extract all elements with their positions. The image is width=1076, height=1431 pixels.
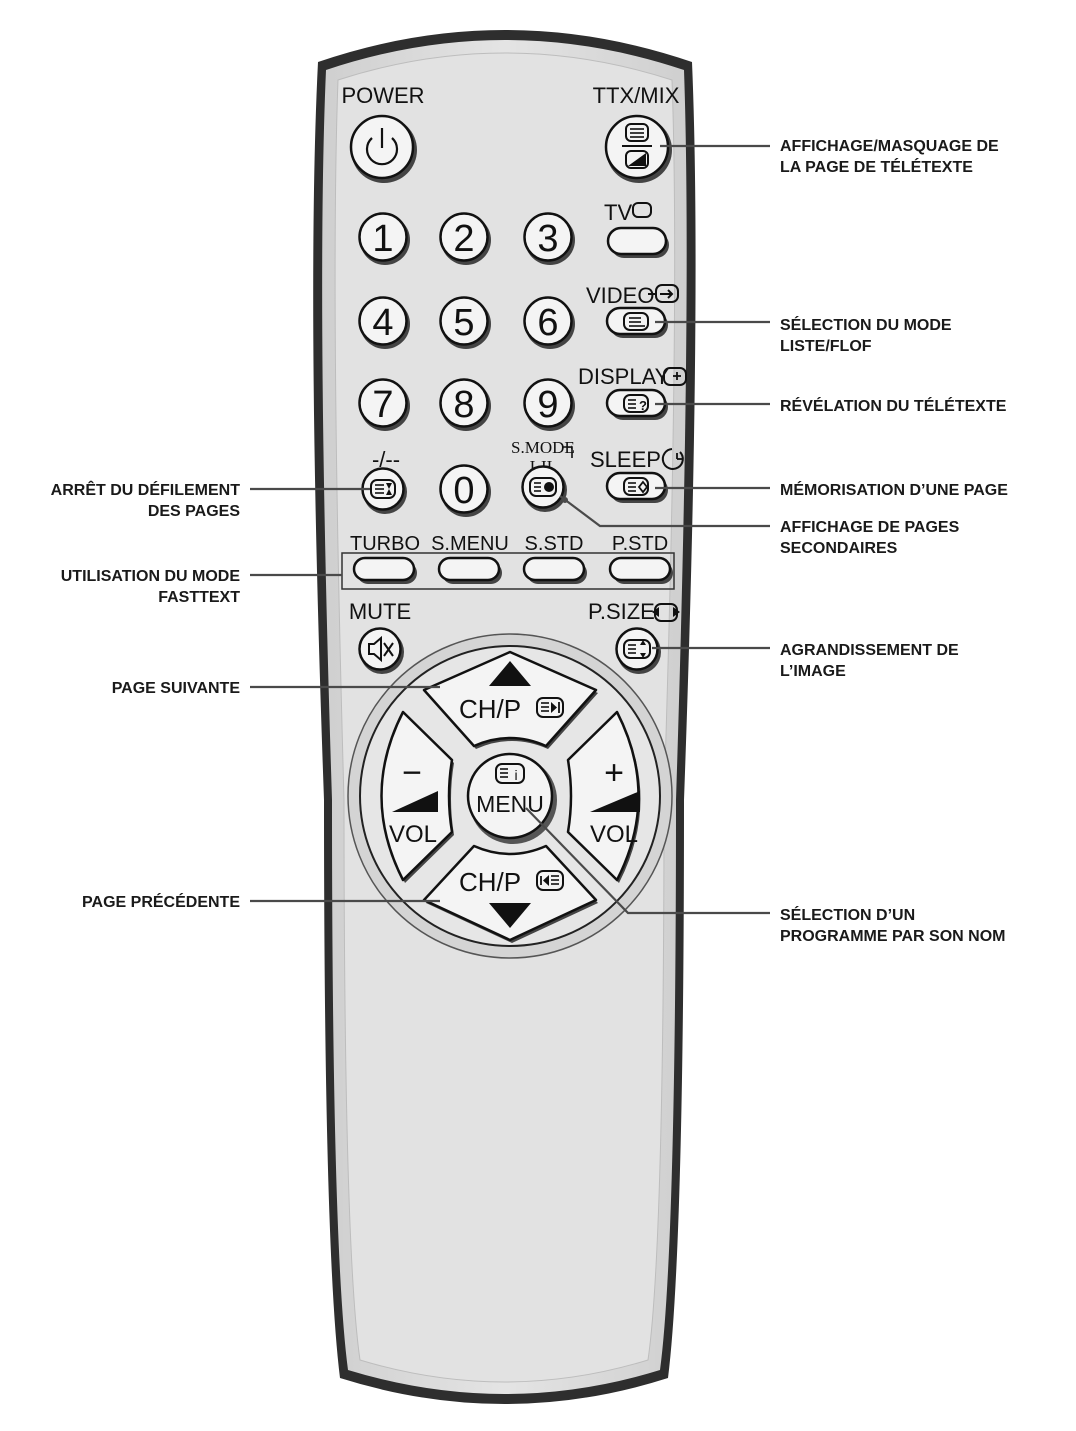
mute-icon	[368, 635, 394, 663]
teletext-next-page-icon	[536, 697, 564, 718]
callout-sub-pages: AFFICHAGE DE PAGES SECONDAIRES	[780, 519, 960, 557]
digit-button-9[interactable]: 9	[523, 378, 576, 432]
callout-hold: ARRÊT DU DÉFILEMENT DES PAGES	[50, 482, 240, 520]
digit-label: 1	[372, 218, 393, 260]
fasttext-frame	[341, 552, 675, 590]
teletext-size-icon	[623, 639, 651, 659]
volume-down-button[interactable]: − VOL	[380, 710, 455, 883]
callout-teletext-toggle: AFFICHAGE/MASQUAGE DE LA PAGE DE TÉLÉTEX…	[780, 138, 999, 176]
digit-button-6[interactable]: 6	[523, 296, 576, 350]
ttx-mix-label: TTX/MIX	[593, 83, 680, 108]
power-button[interactable]	[349, 114, 417, 183]
turbo-label: TURBO	[350, 533, 420, 555]
callout-prev-page: PAGE PRÉCÉDENTE	[82, 894, 240, 911]
volume-ramp-icon	[590, 791, 640, 812]
vol-plus-sign: +	[604, 754, 624, 792]
callout-next-page: PAGE SUIVANTE	[111, 680, 240, 697]
fasttext-blue-button[interactable]	[608, 556, 673, 584]
tv-icon	[632, 202, 652, 218]
leader-dot	[562, 497, 568, 503]
teletext-mix-icon	[622, 123, 652, 169]
callout-program-name: SÉLECTION D’UN PROGRAMME PAR SON NOM	[780, 907, 1006, 945]
vol-left-label: VOL	[389, 821, 437, 848]
digit-label: 6	[537, 302, 558, 344]
digit-button-1[interactable]: 1	[358, 212, 411, 266]
fasttext-red-button[interactable]	[352, 556, 417, 584]
p-std-label: P.STD	[612, 533, 668, 555]
s-std-label: S.STD	[525, 533, 584, 555]
callout-list-flof: SÉLECTION DU MODE LISTE/FLOF	[780, 317, 952, 355]
leader-lines	[250, 144, 770, 915]
teletext-index-icon: i	[495, 763, 525, 784]
mute-button[interactable]	[358, 627, 405, 675]
volume-ramp-icon	[392, 791, 438, 812]
leader-program-name	[525, 807, 770, 915]
menu-button[interactable]: i MENU	[466, 752, 557, 844]
digit-label: 7	[372, 384, 393, 426]
svg-text:?: ?	[639, 398, 647, 413]
ch-p-up-label: CH/P	[459, 694, 521, 724]
sleep-label: SLEEP	[590, 447, 661, 472]
video-label: VIDEO	[586, 283, 654, 308]
s-mode-label: S.MODE	[511, 438, 575, 457]
digit-label: 5	[453, 302, 474, 344]
menu-label: MENU	[476, 791, 544, 817]
digit-label: 9	[537, 384, 558, 426]
digit-button-0[interactable]: 0	[439, 464, 492, 518]
digit-button-7[interactable]: 7	[358, 378, 411, 432]
digit-button-2[interactable]: 2	[439, 212, 492, 266]
reveal-button[interactable]: ?	[605, 388, 668, 420]
teletext-prev-page-icon	[536, 870, 564, 891]
teletext-list-icon	[623, 312, 649, 331]
teletext-store-icon	[623, 477, 649, 496]
digit-label: 4	[372, 302, 393, 344]
digit-button-4[interactable]: 4	[358, 296, 411, 350]
callout-enlarge: AGRANDISSEMENT DE L’IMAGE	[780, 642, 959, 680]
digit-button-5[interactable]: 5	[439, 296, 492, 350]
mute-label: MUTE	[349, 599, 411, 624]
digit-label: 8	[453, 384, 474, 426]
arrow-down-icon	[489, 903, 531, 928]
tv-button[interactable]	[606, 226, 669, 258]
dpad: CH/P CH/P	[347, 633, 673, 959]
leader-sub-pages	[559, 495, 770, 528]
digit-label: 2	[453, 218, 474, 260]
callout-reveal: RÉVÉLATION DU TÉLÉTEXTE	[780, 398, 1007, 415]
ch-p-down-label: CH/P	[459, 867, 521, 897]
ttx-mix-button[interactable]	[604, 114, 672, 183]
arrow-up-icon	[489, 661, 531, 686]
store-page-button[interactable]	[605, 471, 668, 503]
callout-store-page: MÉMORISATION D’UNE PAGE	[780, 482, 1008, 499]
teletext-hold-icon	[370, 479, 396, 499]
picture-size-icon	[652, 603, 680, 622]
channel-up-button[interactable]: CH/P	[422, 650, 598, 749]
s-mode-bracket	[562, 446, 573, 458]
display-label: DISPLAY	[578, 364, 670, 389]
power-icon	[365, 128, 399, 166]
sleep-clock-icon	[661, 448, 684, 470]
digit-button-8[interactable]: 8	[439, 378, 492, 432]
teletext-reveal-icon: ?	[623, 394, 649, 413]
vol-minus-sign: −	[402, 754, 422, 792]
display-icon	[663, 367, 687, 386]
s-menu-label: S.MENU	[431, 533, 509, 555]
sub-page-button[interactable]	[521, 465, 568, 513]
digit-label: 0	[453, 470, 474, 512]
channel-down-button[interactable]: CH/P	[422, 844, 598, 943]
fasttext-green-button[interactable]	[437, 556, 502, 584]
digit-button-3[interactable]: 3	[523, 212, 576, 266]
p-size-label: P.SIZE	[588, 599, 655, 624]
hold-button[interactable]	[361, 467, 408, 515]
callout-fasttext: UTILISATION DU MODE FASTTEXT	[60, 568, 240, 606]
svg-text:i: i	[514, 767, 517, 783]
video-input-icon	[648, 284, 679, 303]
vol-right-label: VOL	[590, 821, 638, 848]
volume-up-button[interactable]: + VOL	[566, 710, 641, 883]
teletext-subpage-icon	[529, 477, 557, 497]
power-label: POWER	[341, 83, 424, 108]
digit-label: 3	[537, 218, 558, 260]
tv-label: TV	[604, 200, 632, 225]
fasttext-yellow-button[interactable]	[522, 556, 587, 584]
